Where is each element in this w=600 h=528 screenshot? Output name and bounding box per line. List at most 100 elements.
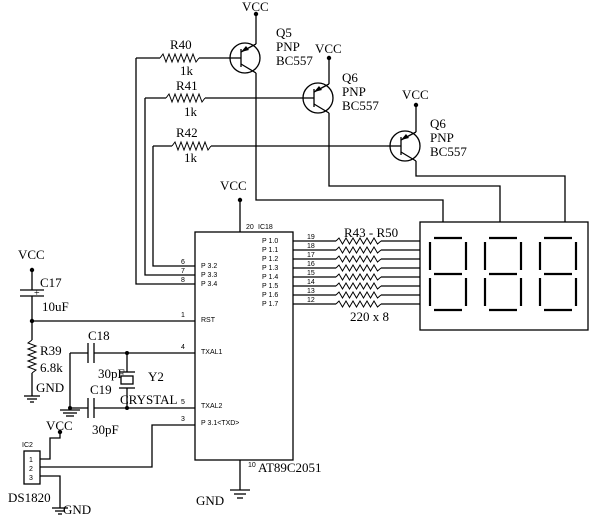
display-digit [538, 236, 578, 312]
q5-part: BC557 [276, 53, 313, 68]
sensor-pin-1: 1 [29, 457, 33, 464]
pin-label-p12: P 1.2 [262, 256, 278, 263]
crystal-y2 [119, 351, 135, 410]
port1-pins: P 1.0 P 1.1 P 1.2 P 1.3 P 1.4 P 1.5 P 1.… [262, 234, 315, 308]
r40-ref: R40 [170, 37, 192, 52]
gnd-label-mcu: GND [196, 493, 224, 508]
c19-ref: C19 [90, 382, 112, 397]
pin-num-18: 18 [307, 243, 315, 250]
q6a-part: BC557 [342, 98, 379, 113]
q6b-part: BC557 [430, 144, 467, 159]
c17-polarity: + [34, 288, 40, 299]
pin-label-p33: P 3.3 [201, 272, 217, 279]
pin-num-17: 17 [307, 252, 315, 259]
transistor-q6-a [300, 58, 334, 172]
capacitor-c19 [70, 398, 195, 418]
pin-num-15: 15 [307, 270, 315, 277]
y2-ref: Y2 [148, 369, 164, 384]
resistor-r42 [153, 140, 387, 152]
sensor-conn-ref: IC2 [22, 442, 33, 449]
pin-num-6: 6 [181, 259, 185, 266]
r39-ref: R39 [40, 343, 62, 358]
pin-num-19: 19 [307, 234, 315, 241]
pin-num-13: 13 [307, 288, 315, 295]
pin-label-p34: P 3.4 [201, 281, 217, 288]
seven-segment-display [419, 221, 589, 331]
segment-resistor-ref: R43 - R50 [344, 225, 398, 240]
pin-label-p16: P 1.6 [262, 292, 278, 299]
q6b-type: PNP [430, 130, 454, 145]
pin-num-12: 12 [307, 297, 315, 304]
capacitor-c18 [70, 343, 195, 363]
segment-resistor [335, 273, 382, 281]
pin-label-p14: P 1.4 [262, 274, 278, 281]
pin-num-8: 8 [181, 277, 185, 284]
c17-value: 10uF [42, 299, 69, 314]
c17-ref: C17 [40, 275, 62, 290]
mcu-vcc-pin: 20 [246, 224, 254, 231]
pin-label-txal2: TXAL2 [201, 403, 223, 410]
mcu-part: AT89C2051 [258, 460, 322, 475]
gnd-label-sensor: GND [63, 502, 91, 517]
segment-resistor-network [293, 237, 420, 308]
display-digit [483, 236, 523, 312]
vcc-label-reset: VCC [18, 247, 45, 262]
c18-ref: C18 [88, 328, 110, 343]
capacitor-c17 [20, 270, 44, 321]
r40-value: 1k [180, 63, 194, 78]
gnd-label-reset: GND [36, 380, 64, 395]
vcc-label-q6a: VCC [315, 41, 342, 56]
segment-resistor [335, 282, 382, 290]
segment-resistor [335, 237, 382, 245]
segment-resistor [335, 300, 382, 308]
resistor-r40 [136, 52, 228, 64]
q5-ref: Q5 [276, 25, 292, 40]
segment-resistor [335, 255, 382, 263]
pin-label-p15: P 1.5 [262, 283, 278, 290]
pin-label-txd: P 3.1<TXD> [201, 420, 239, 427]
segment-resistor [335, 291, 382, 299]
vcc-label-q5: VCC [242, 0, 269, 14]
q6b-ref: Q6 [430, 116, 446, 131]
pin-num-4: 4 [181, 344, 185, 351]
transistor-q6-b [387, 105, 421, 168]
segment-resistor [335, 264, 382, 272]
pin-num-14: 14 [307, 279, 315, 286]
q6a-ref: Q6 [342, 70, 358, 85]
r39-value: 6.8k [40, 360, 63, 375]
display-digit [428, 236, 468, 312]
pin-num-1: 1 [181, 312, 185, 319]
pin-label-p17: P 1.7 [262, 301, 278, 308]
r42-ref: R42 [176, 125, 198, 140]
pin-num-16: 16 [307, 261, 315, 268]
vcc-label-sensor: VCC [46, 418, 73, 433]
c19-value: 30pF [92, 422, 119, 437]
sensor-pin-2: 2 [29, 466, 33, 473]
sensor-ds1820: 1 2 3 IC2 [22, 442, 41, 485]
resistor-r41 [145, 92, 300, 104]
mcu-ref: IC18 [258, 224, 273, 231]
segment-resistor-value: 220 x 8 [350, 309, 389, 324]
segment-resistor [335, 246, 382, 254]
sensor-pin-3: 3 [29, 475, 33, 482]
transistor-q5 [228, 14, 261, 88]
vcc-label-mcu: VCC [220, 178, 247, 193]
sensor-part: DS1820 [8, 490, 51, 505]
q6a-type: PNP [342, 84, 366, 99]
r42-value: 1k [184, 150, 198, 165]
r41-ref: R41 [176, 78, 198, 93]
c18-value: 30pF [98, 366, 125, 381]
vcc-label-q6b: VCC [402, 87, 429, 102]
pin-num-7: 7 [181, 268, 185, 275]
y2-label: CRYSTAL [120, 392, 178, 407]
r41-value: 1k [184, 104, 198, 119]
pin-label-p32: P 3.2 [201, 263, 217, 270]
mcu-gnd-pin: 10 [248, 462, 256, 469]
pin-label-txal1: TXAL1 [201, 349, 223, 356]
q5-type: PNP [276, 39, 300, 54]
pin-label-rst: RST [201, 317, 216, 324]
pin-label-p13: P 1.3 [262, 265, 278, 272]
pin-num-5: 5 [181, 399, 185, 406]
pin-label-p10: P 1.0 [262, 238, 278, 245]
